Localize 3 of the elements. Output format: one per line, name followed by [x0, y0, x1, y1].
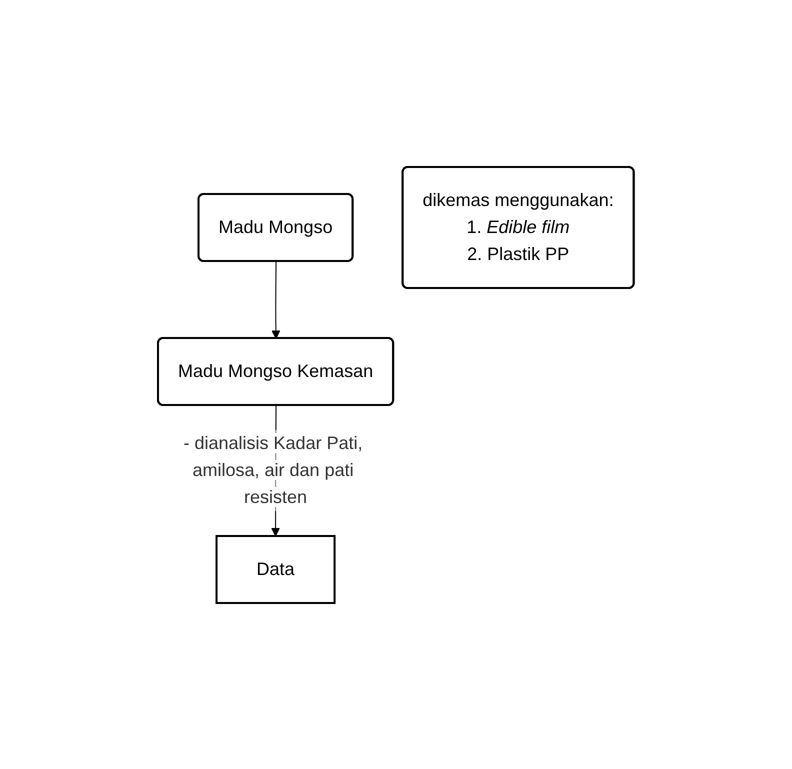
arrow [272, 260, 280, 338]
node-box: Data [216, 534, 336, 604]
edge-label: - dianalisis Kadar Pati, amilosa, air dan pati resisten [184, 432, 363, 506]
